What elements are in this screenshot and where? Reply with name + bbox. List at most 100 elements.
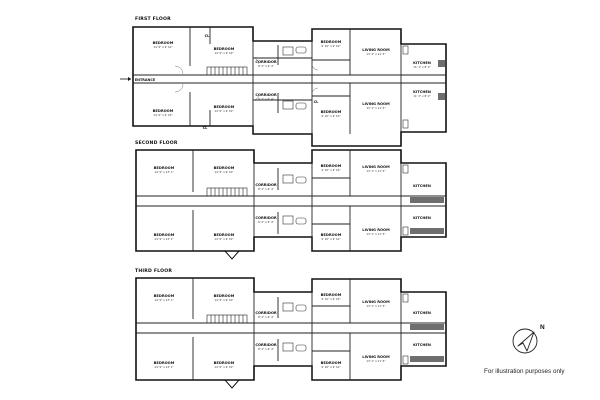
bathroom-fixtures <box>282 46 307 110</box>
living-room-dimensions: 13' 1" x 11' 5" <box>366 169 385 173</box>
floor-walls <box>135 277 447 381</box>
entrance-marker: ENTRANCE <box>120 77 156 82</box>
bedroom-label: BEDROOM <box>321 40 342 44</box>
corridor-label: CORRIDOR <box>255 183 277 187</box>
bedroom-label: BEDROOM <box>153 41 174 45</box>
bedroom-dimensions: 14' 9" x 13' 1" <box>154 298 173 302</box>
staircase <box>206 66 248 76</box>
bay-window <box>224 250 240 260</box>
corridor-dimensions: 8' 2" x 6' 4" <box>258 315 274 319</box>
bedroom-dimensions: 9' 10" x 9' 10" <box>321 44 340 48</box>
corridor-label: CORRIDOR <box>255 60 277 64</box>
bedroom-dimensions: 14' 9" x 9' 10" <box>214 365 233 369</box>
living-room-dimensions: 13' 1" x 11' 5" <box>366 232 385 236</box>
floor-walls <box>135 149 447 252</box>
corridor-dimensions: 8' 2" x 6' 4" <box>258 64 274 68</box>
bedroom-label: BEDROOM <box>321 361 342 365</box>
corridor-label: CORRIDOR <box>255 343 277 347</box>
bedroom-label: BEDROOM <box>214 361 235 365</box>
bedroom-dimensions: 14' 9" x 13' 1" <box>154 365 173 369</box>
bay-window <box>224 379 240 389</box>
disclaimer-text: For illustration purposes only <box>484 368 565 375</box>
bedroom-dimensions: 14' 9" x 9' 10" <box>214 51 233 55</box>
corridor-dimensions: 8' 2" x 6' 4" <box>258 187 274 191</box>
corridor-label: CORRIDOR <box>255 311 277 315</box>
kitchen-counters <box>402 293 444 365</box>
kitchen-label: KITCHEN <box>413 311 431 315</box>
compass: N <box>512 324 545 354</box>
corridor-label: CORRIDOR <box>255 93 277 97</box>
closet-label: CL <box>205 34 210 38</box>
bedroom-label: BEDROOM <box>214 233 235 237</box>
living-room-label: LIVING ROOM <box>362 300 390 304</box>
second-floor: SECOND FLOOR <box>135 140 447 260</box>
living-room-label: LIVING ROOM <box>362 228 390 232</box>
interior-walls <box>136 150 446 251</box>
bedroom-dimensions: 14' 9" x 9' 10" <box>214 237 233 241</box>
bedroom-dimensions: 14' 9" x 9' 10" <box>153 113 172 117</box>
living-room-dimensions: 13' 1" x 11' 5" <box>366 359 385 363</box>
living-room-label: LIVING ROOM <box>362 48 390 52</box>
closet-label: CL <box>203 126 208 130</box>
floor-title: SECOND FLOOR <box>135 140 178 146</box>
bedroom-dimensions: 9' 10" x 9' 10" <box>321 237 340 241</box>
bedroom-dimensions: 14' 9" x 13' 1" <box>154 170 173 174</box>
bedroom-label: BEDROOM <box>321 110 342 114</box>
kitchen-dimensions: 11' 1" x 8' 2" <box>413 94 431 98</box>
closet-label: CL <box>314 100 319 104</box>
bedroom-dimensions: 14' 9" x 9' 10" <box>153 45 172 49</box>
bedroom-dimensions: 14' 9" x 9' 10" <box>214 170 233 174</box>
corridor-dimensions: 8' 2" x 6' 4" <box>258 220 274 224</box>
interior-walls <box>136 278 446 380</box>
kitchen-label: KITCHEN <box>413 343 431 347</box>
kitchen-dimensions: 11' 1" x 8' 2" <box>413 65 431 69</box>
kitchen-label: KITCHEN <box>413 90 431 94</box>
bedroom-label: BEDROOM <box>154 294 175 298</box>
bedroom-label: BEDROOM <box>321 293 342 297</box>
compass-arrow-icon <box>517 331 535 352</box>
bedroom-dimensions: 9' 10" x 9' 10" <box>321 365 340 369</box>
bedroom-label: BEDROOM <box>214 294 235 298</box>
bedroom-label: BEDROOM <box>214 166 235 170</box>
bedroom-label: BEDROOM <box>214 47 235 51</box>
living-room-dimensions: 13' 1" x 11' 5" <box>366 304 385 308</box>
room-labels: BEDROOM 14' 9" x 9' 10" BEDROOM 14' 9" x… <box>153 34 431 130</box>
compass-ring <box>512 328 538 354</box>
interior-walls <box>133 27 446 146</box>
room-labels: BEDROOM 14' 9" x 13' 1" BEDROOM 14' 9" x… <box>154 293 431 369</box>
corridor-label: CORRIDOR <box>255 216 277 220</box>
compass-north-label: N <box>540 324 545 331</box>
door-swings <box>174 57 319 101</box>
bathroom-fixtures <box>282 174 307 225</box>
entrance-label: ENTRANCE <box>135 78 156 82</box>
staircase <box>206 314 248 324</box>
bedroom-label: BEDROOM <box>214 105 235 109</box>
kitchen-counters <box>402 45 445 129</box>
living-room-label: LIVING ROOM <box>362 355 390 359</box>
bedroom-label: BEDROOM <box>154 233 175 237</box>
kitchen-label: KITCHEN <box>413 216 431 220</box>
bedroom-dimensions: 9' 10" x 9' 10" <box>321 297 340 301</box>
corridor-dimensions: 8' 2" x 6' 4" <box>258 347 274 351</box>
bedroom-dimensions: 9' 10" x 9' 10" <box>321 114 340 118</box>
living-room-dimensions: 13' 1" x 11' 5" <box>366 106 385 110</box>
living-room-dimensions: 13' 1" x 11' 5" <box>366 52 385 56</box>
kitchen-label: KITCHEN <box>413 184 431 188</box>
living-room-label: LIVING ROOM <box>362 165 390 169</box>
corridor-dimensions: 8' 2" x 6' 4" <box>258 97 274 101</box>
bedroom-label: BEDROOM <box>154 166 175 170</box>
bedroom-dimensions: 14' 9" x 9' 10" <box>214 298 233 302</box>
kitchen-label: KITCHEN <box>413 61 431 65</box>
bedroom-dimensions: 14' 9" x 9' 10" <box>214 109 233 113</box>
floor-title: FIRST FLOOR <box>135 16 171 22</box>
kitchen-counters <box>402 164 444 236</box>
bedroom-label: BEDROOM <box>153 109 174 113</box>
room-labels: BEDROOM 14' 9" x 13' 1" BEDROOM 14' 9" x… <box>154 164 431 241</box>
first-floor: FIRST FLOOR <box>120 16 447 147</box>
bedroom-dimensions: 14' 9" x 13' 1" <box>154 237 173 241</box>
bedroom-dimensions: 9' 10" x 9' 10" <box>321 168 340 172</box>
third-floor: THIRD FLOOR <box>135 268 447 389</box>
living-room-label: LIVING ROOM <box>362 102 390 106</box>
